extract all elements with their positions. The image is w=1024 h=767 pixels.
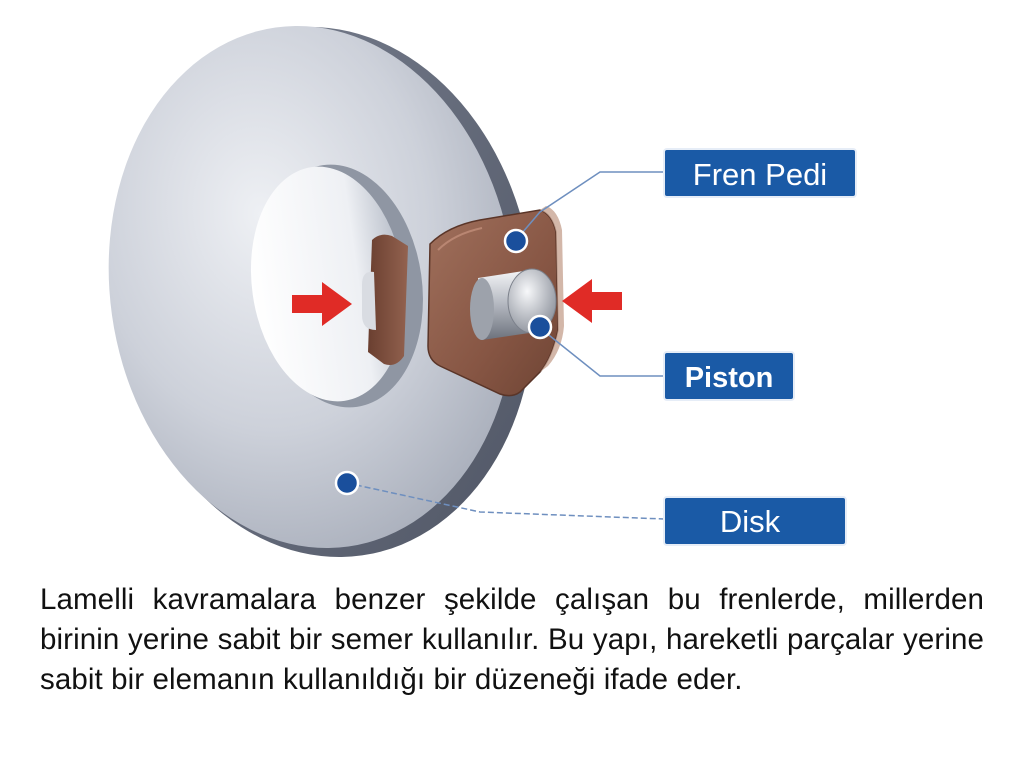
- label-pad-text: Fren Pedi: [693, 157, 827, 192]
- disk-marker: [334, 470, 360, 496]
- inner-brake-pad: [362, 234, 408, 365]
- pad-marker: [503, 228, 529, 254]
- label-disk: Disk: [663, 496, 847, 546]
- brake-diagram: Fren Pedi Piston Disk: [108, 26, 857, 557]
- label-piston: Piston: [663, 351, 795, 401]
- leader-lines: [346, 171, 665, 520]
- markers: [334, 228, 553, 496]
- brake-disc: [108, 26, 535, 557]
- left-arrow-icon: [292, 282, 352, 326]
- label-disk-text: Disk: [720, 504, 781, 539]
- label-pad: Fren Pedi: [663, 148, 857, 198]
- right-arrow-icon: [562, 279, 622, 323]
- label-piston-text: Piston: [685, 362, 774, 394]
- caption-text: Lamelli kavramalara benzer şekilde çalış…: [40, 583, 984, 696]
- piston-marker: [527, 314, 553, 340]
